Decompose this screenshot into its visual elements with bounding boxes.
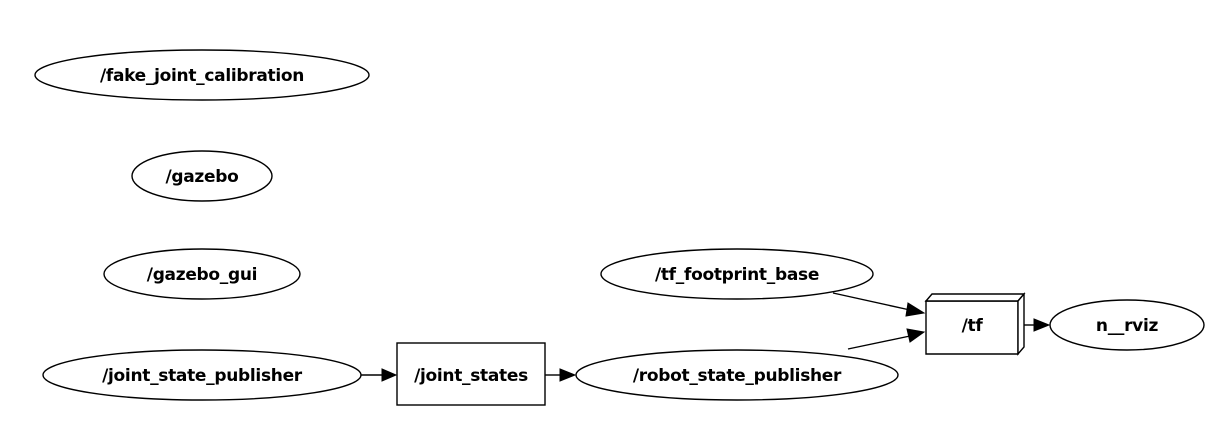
topic-box-3d-top <box>924 293 1026 302</box>
edge-tf-footprint-base-to-tf <box>832 292 911 311</box>
node-ellipse <box>34 49 370 101</box>
node-label: /gazebo <box>165 167 238 187</box>
node-ellipse <box>1049 299 1205 351</box>
node-ellipse <box>103 248 301 300</box>
graph-node-fake-joint-calibration[interactable]: /fake_joint_calibration <box>34 49 370 101</box>
node-label: /tf_footprint_base <box>655 265 819 285</box>
arrowhead <box>1033 318 1051 332</box>
arrowhead <box>381 368 398 382</box>
graph-node-joint-state-publisher[interactable]: /joint_state_publisher <box>42 349 362 401</box>
graph-node-gazebo-gui[interactable]: /gazebo_gui <box>103 248 301 300</box>
node-label: /fake_joint_calibration <box>100 66 304 86</box>
graph-topic-joint-states[interactable]: /joint_states <box>396 342 546 406</box>
node-label: /robot_state_publisher <box>633 366 842 386</box>
node-label: n__rviz <box>1096 316 1159 336</box>
node-ellipse <box>575 349 899 401</box>
graph-node-n-rviz[interactable]: n__rviz <box>1049 299 1205 351</box>
graph-node-tf-footprint-base[interactable]: /tf_footprint_base <box>600 248 874 300</box>
edge-robot-state-publisher-to-tf <box>847 335 911 350</box>
graph-node-robot-state-publisher[interactable]: /robot_state_publisher <box>575 349 899 401</box>
arrowhead <box>905 302 926 317</box>
arrowhead <box>906 328 926 343</box>
topic-label: /tf <box>962 316 984 336</box>
graph-topic-tf[interactable]: /tf <box>924 292 1026 356</box>
arrowhead <box>559 368 577 382</box>
node-ellipse <box>600 248 874 300</box>
node-ellipse <box>131 150 273 202</box>
node-ellipse <box>42 349 362 401</box>
edges <box>361 292 1051 382</box>
topic-box <box>396 342 546 406</box>
node-label: /gazebo_gui <box>147 265 257 285</box>
graph-node-gazebo[interactable]: /gazebo <box>131 150 273 202</box>
topic-box-3d-side <box>1017 292 1025 356</box>
topic-label: /joint_states <box>414 366 528 386</box>
node-label: /joint_state_publisher <box>102 366 303 386</box>
